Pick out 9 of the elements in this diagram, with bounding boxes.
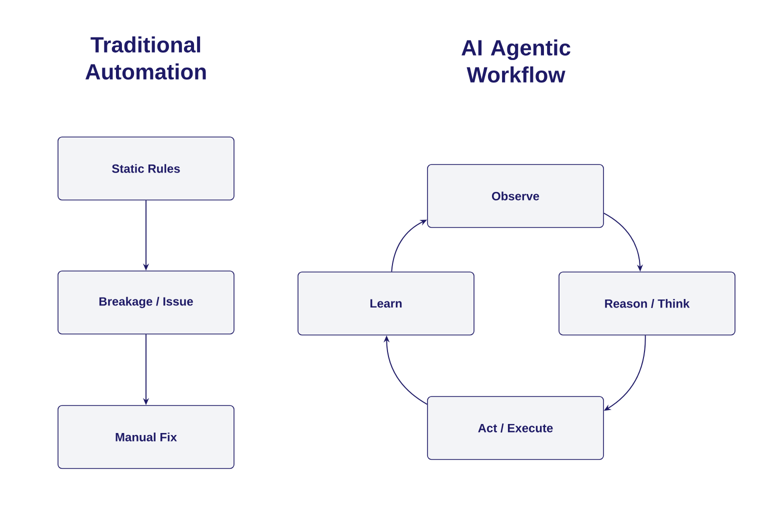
process-box: Observe [427, 164, 604, 228]
process-box: Static Rules [58, 136, 234, 200]
heading: Traditional Automation [85, 36, 206, 80]
heading: AI Agentic Workflow [462, 39, 570, 83]
process-box: Reason / Think [558, 272, 736, 336]
process-box: Act / Execute [427, 396, 604, 460]
process-box: Breakage / Issue [58, 270, 234, 334]
process-box: Learn [298, 272, 474, 336]
process-box: Manual Fix [58, 405, 234, 469]
